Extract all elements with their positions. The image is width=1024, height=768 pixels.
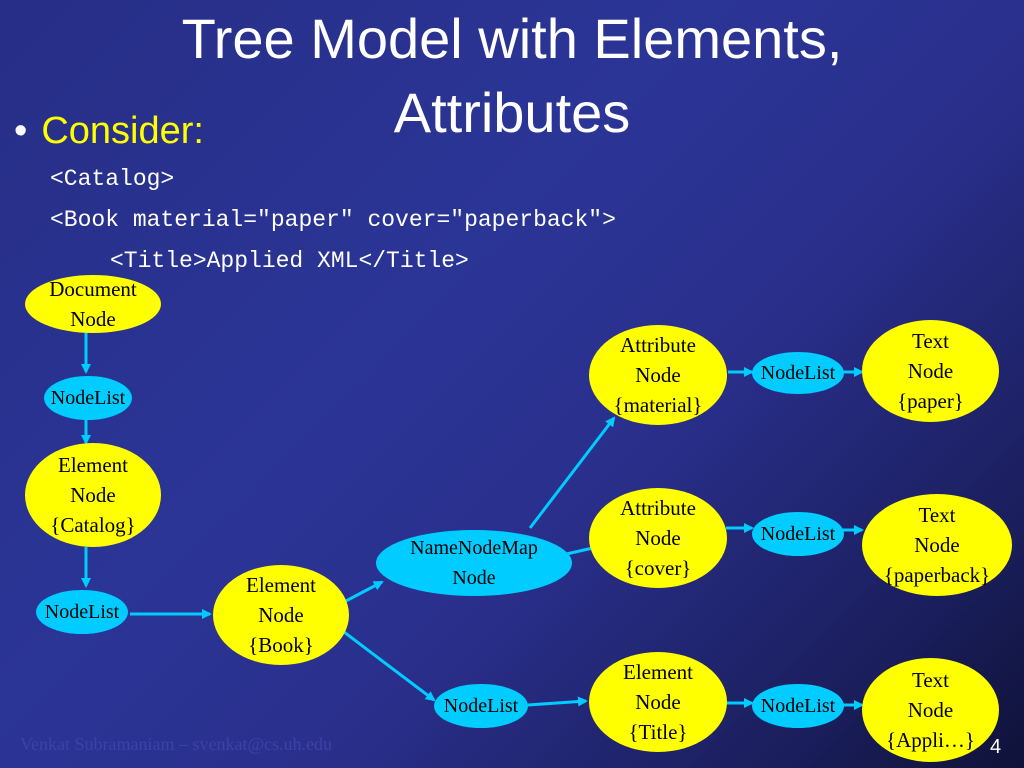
slide-title-line-1: Tree Model with Elements, <box>181 7 843 70</box>
arrow-book-to-namednodemap <box>343 580 384 604</box>
node-label-line: Node <box>914 533 960 557</box>
nodelist-catalog: NodeList <box>36 590 128 634</box>
node-label-line: Node <box>635 526 681 550</box>
arrow-book-to-nodelist <box>343 630 436 702</box>
node-label-line: Text <box>918 503 956 527</box>
node-label-line: {material} <box>613 393 703 417</box>
node-label-line: NameNodeMap <box>410 537 538 559</box>
node-label: NodeList <box>761 691 835 721</box>
node-label-line: {paper} <box>897 389 964 413</box>
node-label-line: Attribute <box>620 496 696 520</box>
node-label: NodeList <box>761 358 835 388</box>
node-label: NodeList <box>761 519 835 549</box>
node-label-line: {cover} <box>624 556 692 580</box>
node-label-line: NodeList <box>44 601 120 623</box>
node-label-line: Text <box>911 668 950 692</box>
bullet-consider: • Consider: <box>14 110 204 153</box>
node-label-line: Element <box>58 453 128 477</box>
node-label-line: {paperback} <box>883 563 991 587</box>
node-label-line: Document <box>49 277 137 301</box>
node-label-line: {Catalog} <box>50 513 136 537</box>
slide-title-line-2: Attributes <box>393 81 631 144</box>
arrow-namednodemap-to-material <box>528 416 616 529</box>
node-label: NodeList <box>45 597 119 627</box>
node-label-line: Text <box>911 329 949 353</box>
node-label-line: Node <box>635 690 681 714</box>
nodelist-title: NodeList <box>752 684 844 728</box>
bullet-dot-icon: • <box>14 110 28 152</box>
node-label-line: Attribute <box>620 333 696 357</box>
nodelist-material: NodeList <box>752 352 844 394</box>
node-label-line: Node <box>70 307 116 331</box>
page-number: 4 <box>990 736 1002 758</box>
node-label-line: Node <box>907 698 954 722</box>
slide-title: Tree Model with Elements, Attributes <box>0 2 1024 150</box>
node-label: NodeList <box>51 383 125 413</box>
node-label-line: Node <box>258 603 304 627</box>
node-label-line: NodeList <box>760 523 836 545</box>
node-label-line: Node <box>70 483 116 507</box>
code-line-title: <Title>Applied XML</Title> <box>110 248 469 274</box>
node-label-line: Element <box>246 573 316 597</box>
node-label-line: {Book} <box>248 633 314 657</box>
node-label-line: Node <box>452 567 496 589</box>
node-label-line: {Title} <box>628 720 688 744</box>
node-label-line: Element <box>623 660 693 684</box>
footer-author: Venkat Subramaniam – svenkat@cs.uh.edu <box>20 734 333 754</box>
nodelist-cover: NodeList <box>752 512 844 556</box>
node-label-line: NodeList <box>760 362 836 384</box>
code-line-catalog: <Catalog> <box>50 166 175 192</box>
nodelist-top: NodeList <box>44 376 132 420</box>
nodelist-book: NodeList <box>434 684 528 728</box>
node-label-line: NodeList <box>760 695 836 717</box>
node-label-line: NodeList <box>443 695 519 717</box>
node-label-line: NodeList <box>50 387 126 409</box>
node-label-line: Node <box>635 363 681 387</box>
arrow-nodelist-to-title <box>527 696 588 707</box>
bullet-label: Consider: <box>41 110 204 152</box>
node-label-line: Node <box>907 359 954 383</box>
code-line-book: <Book material="paper" cover="paperback"… <box>50 207 616 233</box>
node-label-line: {Appli…} <box>886 728 975 752</box>
node-label: NodeList <box>444 691 518 721</box>
